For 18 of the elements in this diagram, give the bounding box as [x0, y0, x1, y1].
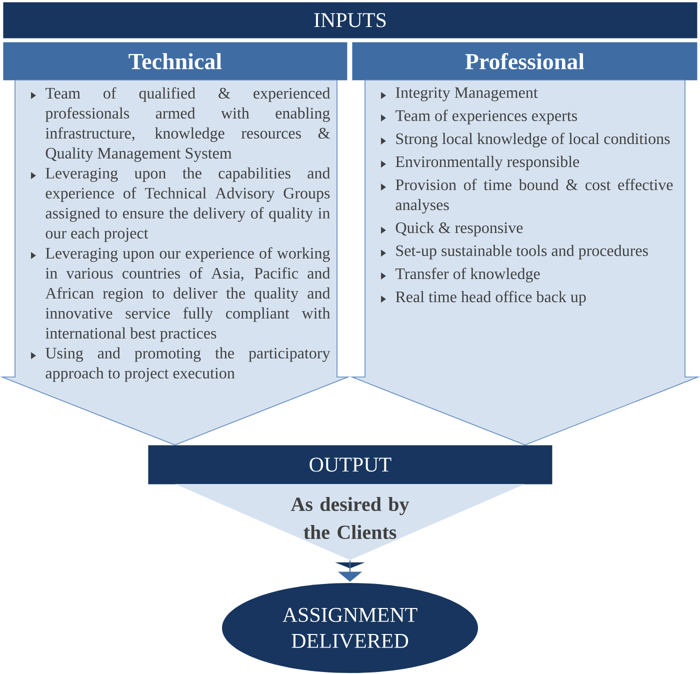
output-bar: OUTPUT: [148, 445, 552, 484]
bullet-text: Team of qualified & experienced professionals armed with enabling infrastructure, knowledge resources & Quality Management System: [45, 87, 330, 162]
bullet-text: Real time head office back up: [396, 290, 586, 306]
bullet-text: Strong local knowledge of local conditions: [396, 132, 670, 148]
bullet-text: Team of experiences experts: [396, 110, 577, 124]
header-band: Professional: [352, 42, 698, 80]
title-banner: INPUTS: [3, 2, 698, 38]
bullet-text: Integrity Management: [396, 87, 538, 102]
bullet-text: Quick & responsive: [396, 222, 523, 236]
arrow: [335, 560, 365, 582]
bullet-text: Leveraging upon our experience of working in various countries of Asia, Pacific and African region to deliver the quality and innovative service fully compliant with international best practices: [45, 247, 330, 342]
bullet-text: Set-up sustainable tools and procedures: [396, 244, 648, 260]
bullet-text: Using and promoting the participatory approach to project execution: [46, 347, 330, 382]
bullet-text: Transfer of knowledge: [396, 268, 540, 282]
bullet-text: Environmentally responsible: [396, 156, 580, 170]
bullet-text: Provision of time bound & cost effective analyses: [396, 178, 673, 214]
header-band: Technical: [3, 42, 348, 80]
bullet-text: Leveraging upon the capabilities and experience of Technical Advisory Groups assigned to ensure the delivery of quality in our each project: [46, 167, 330, 242]
